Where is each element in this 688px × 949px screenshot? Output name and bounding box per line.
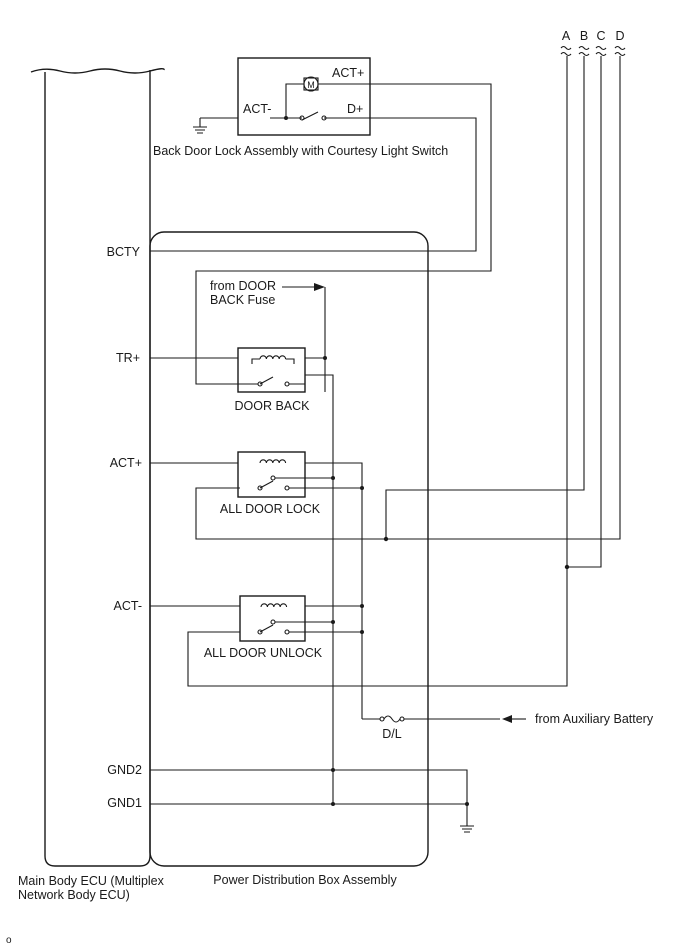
main-body-ecu-box	[30, 68, 165, 867]
connector-tildes	[560, 45, 626, 57]
all-door-unlock-relay-label: ALL DOOR UNLOCK	[204, 646, 323, 660]
door-back-output-wire	[289, 374, 334, 805]
connector-a-wire	[187, 56, 568, 687]
connector-d-wire	[195, 56, 621, 540]
connector-c-wire	[567, 56, 602, 568]
junction-dot	[331, 620, 335, 624]
switch-contact	[257, 629, 263, 635]
power-distribution-box	[149, 231, 429, 867]
fuse-icon	[383, 715, 401, 723]
back-door-assembly-label: Back Door Lock Assembly with Courtesy Li…	[153, 144, 448, 158]
switch-contact	[299, 115, 305, 121]
switch-contact	[284, 485, 290, 491]
pin-tr-plus-label: TR+	[116, 351, 140, 365]
junction-dot	[331, 802, 335, 806]
junction-dot	[331, 476, 335, 480]
power-distribution-box-label: Power Distribution Box Assembly	[213, 873, 397, 887]
pin-gnd2-label: GND2	[107, 763, 142, 777]
ground-symbol	[460, 825, 474, 833]
connector-b-wire	[385, 56, 585, 539]
door-back-act-wire	[195, 286, 258, 385]
fuse-terminal	[399, 716, 405, 722]
ground-symbol	[193, 117, 238, 134]
pin-act-minus-label: ACT-	[114, 599, 142, 613]
all-door-lock-relay	[237, 451, 306, 498]
pin-bcty-label: BCTY	[107, 245, 141, 259]
door-back-relay	[237, 347, 306, 393]
junction-dot	[360, 630, 364, 634]
back-door-d-plus-label: D+	[347, 102, 363, 116]
motor-letter: M	[307, 80, 315, 90]
door-back-relay-label: DOOR BACK	[234, 399, 310, 413]
dl-fuse-label: D/L	[382, 727, 402, 741]
junction-dot	[360, 486, 364, 490]
motor-wire	[285, 83, 370, 118]
back-door-lock-box	[237, 57, 371, 136]
door-back-fuse-line1: from DOOR	[210, 279, 276, 293]
junction-dot	[383, 536, 389, 542]
switch-contact	[321, 115, 327, 121]
gnd2-wire	[150, 769, 468, 826]
junction-dot	[284, 116, 288, 120]
switch-contact	[257, 485, 263, 491]
relay-coil-icon	[259, 459, 287, 464]
unlock-contact-wires	[275, 621, 362, 633]
main-body-ecu-label-line2: Network Body ECU)	[18, 888, 130, 902]
corner-mark: o	[6, 935, 12, 946]
main-body-ecu-label-line1: Main Body ECU (Multiplex	[18, 874, 165, 888]
junction-dot	[331, 768, 335, 772]
arrow-left-icon	[502, 715, 512, 723]
lock-contact-wires	[275, 477, 362, 489]
back-door-act-minus-label: ACT-	[243, 102, 271, 116]
pin-gnd1-label: GND1	[107, 796, 142, 810]
back-door-act-plus-label: ACT+	[332, 66, 364, 80]
bcty-wire	[150, 117, 477, 252]
relay-coil-icon	[251, 355, 295, 364]
switch-contact	[270, 475, 276, 481]
door-back-fuse-line2: BACK Fuse	[210, 293, 275, 307]
relay-coil-icon	[260, 603, 288, 608]
junction-dot	[465, 802, 469, 806]
connector-c-label: C	[596, 29, 605, 43]
switch-contact	[270, 619, 276, 625]
all-door-unlock-relay	[239, 595, 306, 642]
junction-dot	[564, 564, 570, 570]
arrow-right-icon	[314, 283, 325, 291]
junction-dot	[360, 604, 364, 608]
switch-contact	[284, 381, 290, 387]
fuse-terminal	[379, 716, 385, 722]
switch-contact	[284, 629, 290, 635]
connector-b-label: B	[580, 29, 588, 43]
connector-a-label: A	[562, 29, 571, 43]
pin-act-plus-label: ACT+	[110, 456, 142, 470]
connector-d-label: D	[615, 29, 624, 43]
act-plus-feed-wire	[195, 83, 492, 286]
all-door-lock-relay-label: ALL DOOR LOCK	[220, 502, 321, 516]
aux-battery-label: from Auxiliary Battery	[535, 712, 654, 726]
